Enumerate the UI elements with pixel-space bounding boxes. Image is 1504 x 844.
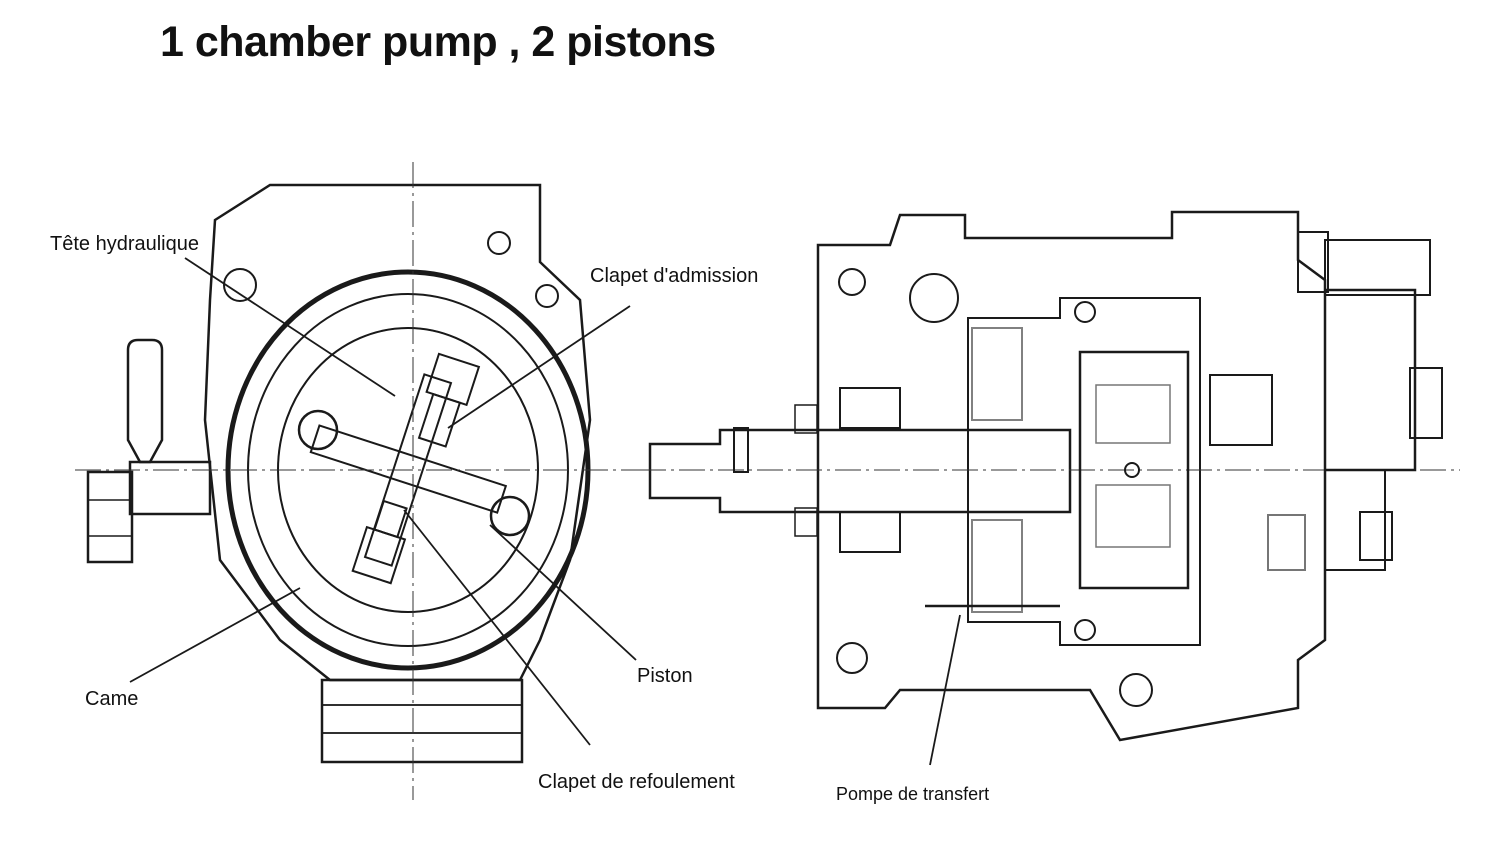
side-housing bbox=[816, 210, 1327, 742]
flange-slot bbox=[321, 704, 523, 734]
transfer-pump-upper bbox=[971, 327, 1023, 421]
side-section-view bbox=[640, 210, 1460, 742]
bolt-hole bbox=[836, 642, 868, 674]
roller bbox=[489, 495, 531, 537]
label-clapet-admission: Clapet d'admission bbox=[590, 265, 758, 287]
fitting bbox=[1297, 231, 1329, 293]
solenoid-cap bbox=[1409, 367, 1443, 439]
label-pompe-transfert: Pompe de transfert bbox=[836, 784, 989, 804]
label-tete-hydraulique: Tête hydraulique bbox=[50, 233, 199, 255]
bottom-flange bbox=[320, 678, 524, 764]
leader-lines bbox=[129, 257, 961, 766]
mounting-hole bbox=[535, 284, 559, 308]
drive-shaft bbox=[648, 428, 1072, 514]
mounting-hole bbox=[487, 231, 511, 255]
pump-housing bbox=[203, 183, 592, 682]
label-clapet-refoulement: Clapet de refoulement bbox=[538, 771, 735, 793]
front-section-view bbox=[75, 162, 650, 800]
bolt-hole bbox=[838, 268, 866, 296]
outlet-fitting bbox=[1324, 469, 1386, 571]
transfer-pump-lower bbox=[971, 519, 1023, 613]
bearing-upper bbox=[1074, 301, 1096, 323]
roller bbox=[297, 409, 339, 451]
internal-cavity bbox=[967, 297, 1201, 646]
valve-housing bbox=[1209, 374, 1273, 446]
bolt-hole bbox=[909, 273, 959, 323]
mounting-hole bbox=[223, 268, 257, 302]
delivery-valve bbox=[351, 499, 408, 585]
solenoid-block bbox=[1325, 288, 1417, 472]
bearing-lower bbox=[1074, 619, 1096, 641]
bolt-hole bbox=[1119, 673, 1153, 707]
label-came: Came bbox=[85, 688, 138, 710]
diagram-title: 1 chamber pump , 2 pistons bbox=[160, 18, 716, 66]
connector bbox=[1324, 239, 1431, 296]
distributor-rotor bbox=[1078, 350, 1190, 590]
label-piston: Piston bbox=[637, 665, 693, 687]
hex-nut bbox=[86, 470, 134, 564]
side-fitting bbox=[128, 460, 212, 516]
fuel-inlet-pipe bbox=[126, 338, 164, 464]
